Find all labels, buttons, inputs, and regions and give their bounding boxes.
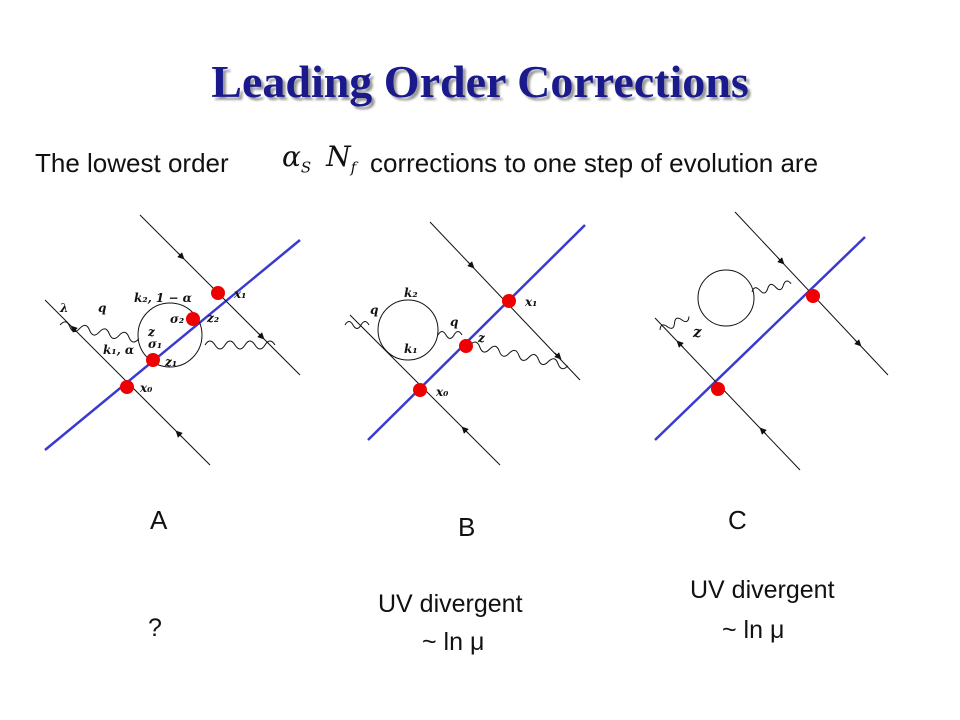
diagram-c-gluon-right xyxy=(751,280,792,294)
diagram-c-lower-line xyxy=(654,317,801,471)
diagram-a-label: A xyxy=(150,505,168,535)
diagram-a: x₁ z₂ σ₂ z σ₁ z₁ x₀ λ q k₂, 1 − α k₁, α xyxy=(44,214,301,466)
diagram-a-gluon-right xyxy=(204,340,276,350)
diagram-b-label-k1: k₁ xyxy=(404,342,418,356)
diagram-b-vertex-z xyxy=(459,339,473,353)
diagram-a-vertex-x0 xyxy=(120,380,134,394)
diagram-a-vertex-z1 xyxy=(146,353,160,367)
diagram-b-label-z: z xyxy=(477,331,486,345)
diagram-b-blue-line xyxy=(367,224,586,441)
diagram-b-label: B xyxy=(458,512,476,542)
diagram-a-blue-line xyxy=(44,239,301,451)
intro-text-after: corrections to one step of evolution are xyxy=(370,148,819,178)
diagram-b-label-k2: k₂ xyxy=(404,286,418,300)
n-symbol: N xyxy=(326,140,351,173)
diagram-a-label-sigma2: σ₂ xyxy=(170,312,184,326)
diagram-b-gluon-mid xyxy=(437,331,463,339)
diagram-b-vertex-x1 xyxy=(502,294,516,308)
diagram-c-blue-line xyxy=(654,236,866,441)
diagram-a-label-z1: z₁ xyxy=(164,355,177,369)
diagram-c-label: C xyxy=(728,505,747,535)
diagram-a-label-x1: x₁ xyxy=(233,287,246,301)
diagram-c-vertex-upper xyxy=(806,289,820,303)
diagram-c-note-line2: ~ ln μ xyxy=(722,616,785,644)
diagram-b-vertex-x0 xyxy=(413,383,427,397)
n-subscript: f xyxy=(350,158,357,177)
diagram-a-note: ? xyxy=(148,614,162,642)
diagram-b-note-line2: ~ ln μ xyxy=(422,628,485,656)
diagram-a-label-q: q xyxy=(98,301,106,315)
diagram-b-gluon-left xyxy=(344,321,370,329)
alpha-s-nf-math: αS Nf xyxy=(282,140,356,177)
diagram-c-loop xyxy=(697,269,755,327)
diagram-a-gluon-left xyxy=(59,321,140,343)
diagram-a-vertex-z2 xyxy=(186,312,200,326)
diagram-a-label-sigma1: σ₁ xyxy=(148,337,162,351)
diagram-b-label-x0: x₀ xyxy=(435,385,449,399)
diagram-c-vertex-lower xyxy=(711,382,725,396)
diagram-a-label-x0: x₀ xyxy=(139,381,153,395)
diagram-b-label-q-left: q xyxy=(370,303,378,317)
diagram-a-label-k2: k₂, 1 − α xyxy=(134,291,192,305)
diagram-b-label-q-right: q xyxy=(450,315,458,329)
intro-text-before: The lowest order xyxy=(35,148,229,178)
diagram-b-note-line1: UV divergent xyxy=(378,590,523,618)
page-title: Leading Order Corrections xyxy=(211,56,749,107)
diagram-c: z xyxy=(654,211,889,471)
diagram-a-loop xyxy=(137,302,203,368)
diagram-a-label-z: z xyxy=(147,325,156,339)
diagram-a-vertex-x1 xyxy=(211,286,225,300)
diagram-c-note-line1: UV divergent xyxy=(690,576,835,604)
diagram-c-label-z: z xyxy=(692,323,702,341)
diagram-b-label-x1: x₁ xyxy=(524,295,537,309)
diagram-c-gluon-left xyxy=(659,316,690,331)
diagram-a-label-z2: z₂ xyxy=(206,311,219,325)
diagram-b-gluon-right xyxy=(469,341,569,370)
alpha-subscript: S xyxy=(300,158,312,177)
diagram-a-label-lambda: λ xyxy=(59,301,68,315)
diagram-b: x₁ z x₀ q k₂ k₁ q xyxy=(344,221,586,466)
diagram-a-label-k1: k₁, α xyxy=(103,343,134,357)
diagram-b-loop xyxy=(377,299,439,361)
alpha-symbol: α xyxy=(282,140,301,173)
